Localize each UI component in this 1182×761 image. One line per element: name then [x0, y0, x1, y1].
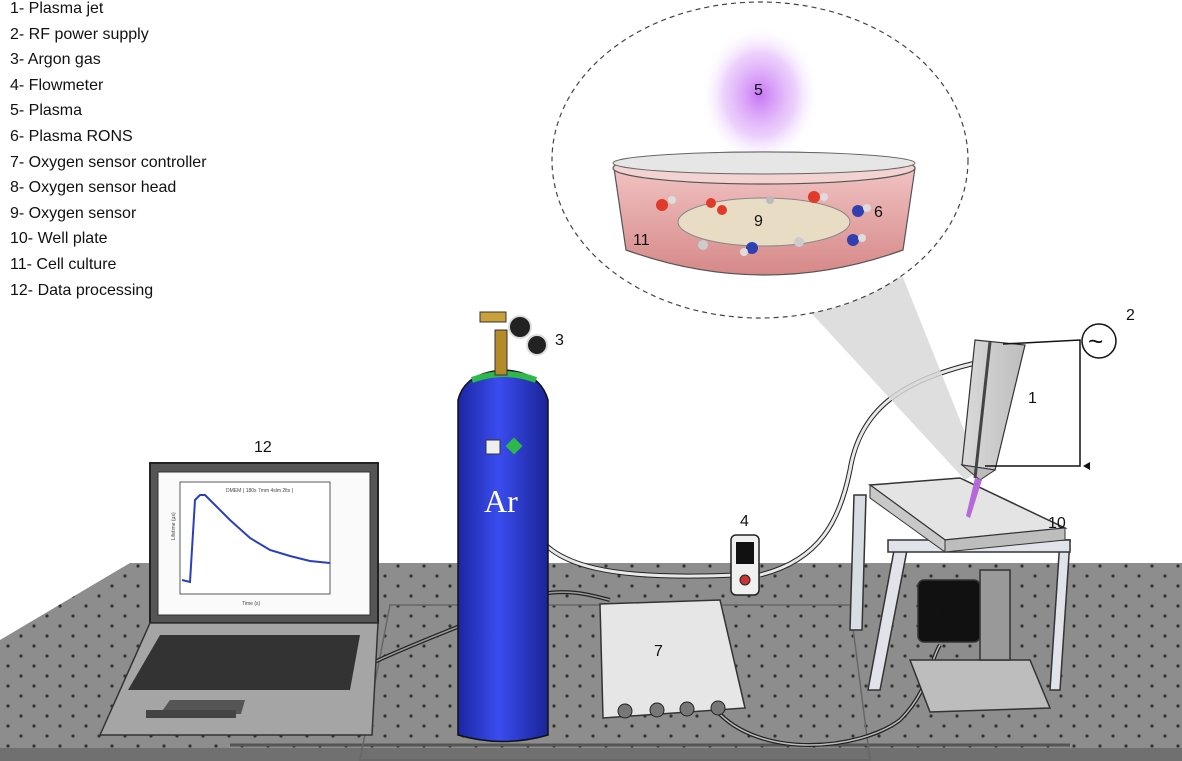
- legend-item: 10- Well plate: [10, 230, 108, 248]
- legend-item: 7- Oxygen sensor controller: [10, 153, 207, 171]
- legend-item: 4- Flowmeter: [10, 76, 104, 94]
- flowmeter: [730, 534, 760, 596]
- cylinder-label: Ar: [484, 483, 518, 519]
- label-5: 5: [754, 82, 763, 99]
- legend-item: 9- Oxygen sensor: [10, 204, 137, 222]
- label-1: 1: [1028, 390, 1037, 407]
- plasma-glow: [700, 25, 820, 165]
- label-3: 3: [555, 332, 564, 349]
- stand: [849, 494, 1071, 713]
- label-6: 6: [874, 204, 883, 221]
- sensor-controller: [599, 599, 746, 719]
- legend-item: 8- Oxygen sensor head: [10, 179, 177, 197]
- laptop: DMEM ( 180s 7mm 4slm 2lts ) Time (s) Lif…: [98, 462, 379, 736]
- legend-item: 2- RF power supply: [10, 25, 149, 43]
- screen-plot-legend: DMEM ( 180s 7mm 4slm 2lts ): [226, 488, 294, 494]
- screen-plot-xlabel: Time (s): [242, 601, 260, 607]
- label-2: 2: [1126, 307, 1135, 324]
- legend-list: 1- Plasma jet 2- RF power supply 3- Argo…: [10, 0, 207, 303]
- oxygen-sensor-spot: [677, 197, 851, 247]
- legend-item: 6- Plasma RONS: [10, 127, 133, 145]
- well-plate: [867, 477, 1068, 553]
- legend-item: 11- Cell culture: [10, 255, 117, 273]
- label-12: 12: [254, 439, 272, 456]
- petri-dish: [612, 151, 916, 276]
- plasma-jet: [960, 339, 1026, 518]
- argon-cylinder: Ar: [457, 311, 549, 743]
- screen-plot: DMEM ( 180s 7mm 4slm 2lts ) Time (s) Lif…: [171, 481, 331, 607]
- legend-item: 1- Plasma jet: [10, 0, 104, 17]
- label-7: 7: [654, 643, 663, 660]
- legend-item: 12- Data processing: [10, 281, 154, 299]
- rons-molecules: [656, 191, 871, 256]
- zoom-inset: [551, 1, 969, 319]
- rf-symbol: ~: [1088, 326, 1103, 356]
- label-9: 9: [754, 213, 763, 230]
- rf-power-supply: ~: [985, 323, 1117, 470]
- legend-item: 3- Argon gas: [10, 51, 101, 69]
- label-10: 10: [1048, 515, 1066, 532]
- legend-item: 5- Plasma: [10, 102, 83, 120]
- screen-plot-ylabel: Lifetime (µs): [171, 512, 177, 540]
- label-11: 11: [633, 232, 650, 249]
- label-4: 4: [740, 513, 749, 530]
- label-8: 8: [942, 607, 951, 624]
- zoom-cone: [790, 270, 980, 480]
